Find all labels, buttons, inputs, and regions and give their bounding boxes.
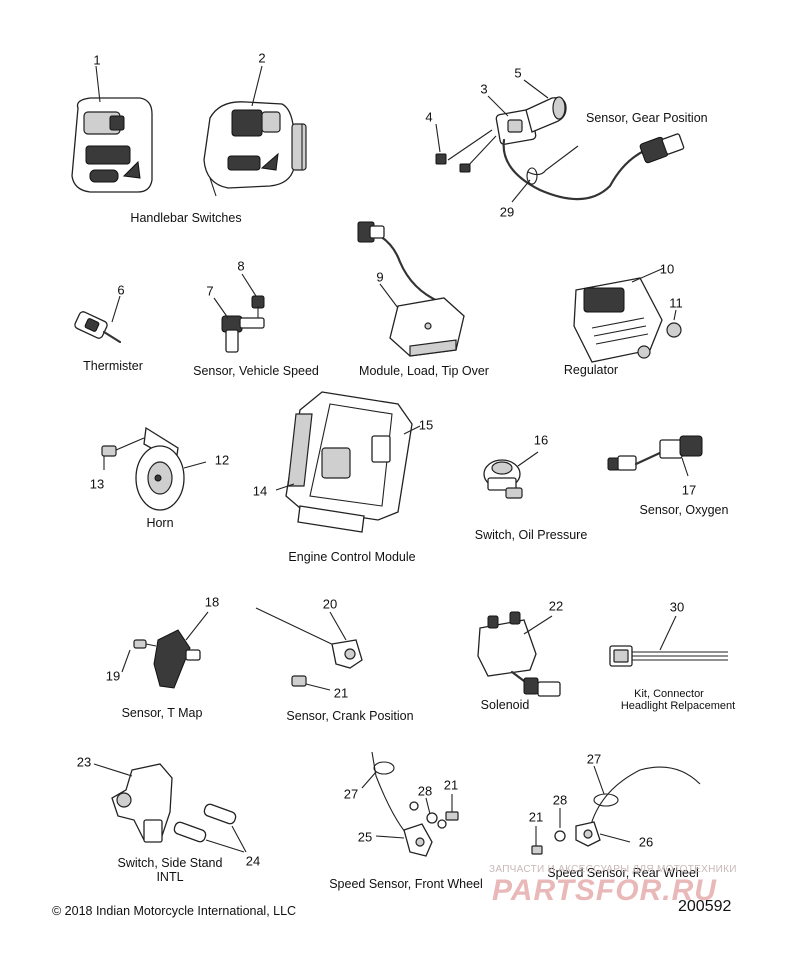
- callout-27-front: 27: [343, 786, 359, 802]
- callout-9: 9: [376, 269, 384, 285]
- callout-15: 15: [418, 417, 434, 433]
- front-wheel-speed-sensor-drawing: [361, 751, 459, 857]
- callout-23: 23: [76, 754, 92, 770]
- callout-21-crank: 21: [333, 685, 349, 701]
- callout-22: 22: [548, 598, 564, 614]
- callout-25: 25: [357, 829, 373, 845]
- connector-kit-drawing: [609, 615, 728, 667]
- t-map-sensor-label: Sensor, T Map: [121, 706, 203, 720]
- front-wheel-speed-sensor-label: Speed Sensor, Front Wheel: [329, 877, 483, 891]
- oxygen-sensor-label: Sensor, Oxygen: [639, 503, 729, 517]
- callout-13: 13: [89, 476, 105, 492]
- callout-28-front: 28: [417, 783, 433, 799]
- solenoid-drawing: [477, 611, 561, 697]
- thermister-drawing: [74, 295, 122, 344]
- left-handlebar-switch-drawing: [71, 65, 153, 193]
- callout-11: 11: [669, 295, 683, 311]
- t-map-sensor-drawing: [121, 611, 209, 689]
- rear-wheel-speed-sensor-label: Speed Sensor, Rear Wheel: [547, 866, 699, 880]
- engine-control-module-label: Engine Control Module: [288, 550, 416, 564]
- oil-pressure-switch-drawing: [483, 451, 539, 499]
- callout-18: 18: [204, 594, 220, 610]
- regulator-drawing: [573, 267, 682, 363]
- callout-7: 7: [206, 283, 214, 299]
- callout-12: 12: [214, 452, 230, 468]
- diagram-number: 200592: [678, 898, 732, 915]
- oxygen-sensor-drawing: [607, 435, 703, 477]
- callout-24: 24: [245, 853, 261, 869]
- vehicle-speed-sensor-label: Sensor, Vehicle Speed: [193, 364, 319, 378]
- callout-20: 20: [322, 596, 338, 612]
- crank-position-sensor-label: Sensor, Crank Position: [286, 709, 414, 723]
- tip-over-module-drawing: [357, 221, 465, 357]
- thermister-label: Thermister: [83, 359, 143, 373]
- callout-21-rear: 21: [528, 809, 544, 825]
- callout-4: 4: [425, 109, 433, 125]
- oil-pressure-switch-label: Switch, Oil Pressure: [474, 528, 588, 542]
- callout-2: 2: [258, 50, 266, 66]
- regulator-label: Regulator: [563, 363, 619, 377]
- watermark-logo: PARTSFOR.RU: [492, 874, 717, 907]
- horn-label: Horn: [146, 516, 174, 530]
- gear-position-sensor-drawing: [435, 79, 685, 203]
- right-handlebar-switch-drawing: [203, 65, 307, 197]
- callout-27-rear: 27: [586, 751, 602, 767]
- callout-26: 26: [638, 834, 654, 850]
- rear-wheel-speed-sensor-drawing: [531, 765, 701, 855]
- callout-16: 16: [533, 432, 549, 448]
- callout-17: 17: [681, 482, 697, 498]
- callout-5: 5: [514, 65, 522, 81]
- side-stand-switch-label-line1: Switch, Side Stand: [117, 856, 223, 870]
- callout-6: 6: [117, 282, 125, 298]
- callout-8: 8: [237, 258, 245, 274]
- connector-kit-label-line2: Headlight Relpacement: [620, 700, 736, 712]
- solenoid-label: Solenoid: [480, 698, 530, 712]
- watermark-tagline: ЗАПЧАСТИ И АКСЕССУАРЫ ДЛЯ МОТОТЕХНИКИ: [489, 864, 737, 875]
- callout-30: 30: [669, 599, 685, 615]
- connector-kit-label-line1: Kit, Connector: [634, 688, 704, 700]
- copyright-text: © 2018 Indian Motorcycle International, …: [52, 904, 297, 918]
- callout-3: 3: [480, 81, 488, 97]
- tip-over-module-label: Module, Load, Tip Over: [359, 364, 489, 378]
- crank-position-sensor-drawing: [255, 607, 363, 691]
- callout-29: 29: [499, 204, 515, 220]
- engine-control-module-drawing: [275, 391, 421, 533]
- callout-14: 14: [252, 483, 268, 499]
- gear-position-sensor-label: Sensor, Gear Position: [586, 111, 708, 125]
- vehicle-speed-sensor-drawing: [213, 273, 265, 353]
- callout-21-front: 21: [443, 777, 459, 793]
- side-stand-switch-drawing: [93, 763, 247, 853]
- callout-10: 10: [659, 261, 675, 277]
- handlebar-switches-label: Handlebar Switches: [130, 211, 242, 225]
- callout-28-rear: 28: [552, 792, 568, 808]
- horn-drawing: [101, 426, 207, 511]
- side-stand-switch-label-line2: INTL: [156, 870, 184, 884]
- callout-19: 19: [105, 668, 121, 684]
- callout-1: 1: [93, 52, 101, 68]
